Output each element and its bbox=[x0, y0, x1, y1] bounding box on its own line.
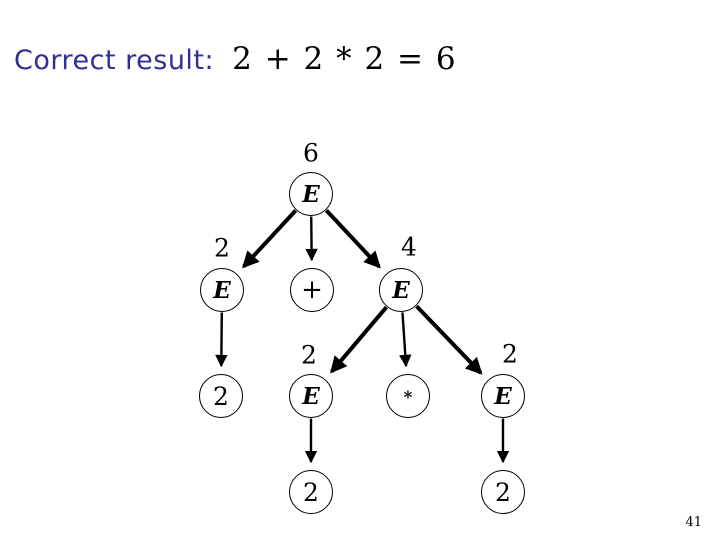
tree-node-attribute-root: 6 bbox=[303, 138, 319, 168]
tree-edge bbox=[399, 312, 412, 368]
tree-edges bbox=[215, 209, 510, 464]
tree-node-symbol: 2 bbox=[495, 477, 511, 507]
tree-node-attribute-e-mid2: 2 bbox=[301, 340, 317, 370]
tree-node-symbol: E bbox=[302, 180, 320, 208]
heading-label: Correct result: bbox=[14, 45, 215, 76]
tree-node-e-right2: E bbox=[481, 374, 525, 418]
tree-node-symbol: + bbox=[301, 275, 323, 305]
tree-edge bbox=[324, 209, 381, 269]
tree-node-e-right: E bbox=[379, 268, 423, 312]
tree-node-symbol: E bbox=[392, 276, 410, 304]
tree-node-attribute-e-left: 2 bbox=[214, 233, 230, 263]
tree-edge bbox=[415, 304, 483, 375]
tree-node-symbol: * bbox=[403, 387, 413, 408]
tree-node-symbol: 2 bbox=[213, 381, 229, 411]
tree-node-symbol: E bbox=[213, 276, 231, 304]
tree-edge bbox=[330, 305, 388, 374]
tree-node-num-right: 2 bbox=[481, 470, 525, 514]
tree-node-symbol: 2 bbox=[303, 477, 319, 507]
tree-node-attribute-e-right: 4 bbox=[401, 232, 417, 262]
tree-node-e-left: E bbox=[200, 268, 244, 312]
tree-node-root: E bbox=[289, 172, 333, 216]
slide-heading: Correct result: 2 + 2 * 2 = 6 bbox=[14, 44, 457, 88]
tree-node-num-mid: 2 bbox=[289, 470, 333, 514]
tree-edge bbox=[215, 312, 228, 368]
page-number: 41 bbox=[685, 515, 702, 530]
tree-node-num-left: 2 bbox=[199, 374, 243, 418]
tree-node-op-star: * bbox=[386, 374, 430, 418]
tree-node-attribute-e-right2: 2 bbox=[502, 339, 518, 369]
tree-edge bbox=[242, 209, 298, 269]
tree-node-e-mid2: E bbox=[289, 374, 333, 418]
tree-node-op-plus: + bbox=[290, 268, 334, 312]
tree-node-symbol: E bbox=[494, 382, 512, 410]
heading-expression: 2 + 2 * 2 = 6 bbox=[232, 41, 458, 77]
tree-node-symbol: E bbox=[302, 382, 320, 410]
